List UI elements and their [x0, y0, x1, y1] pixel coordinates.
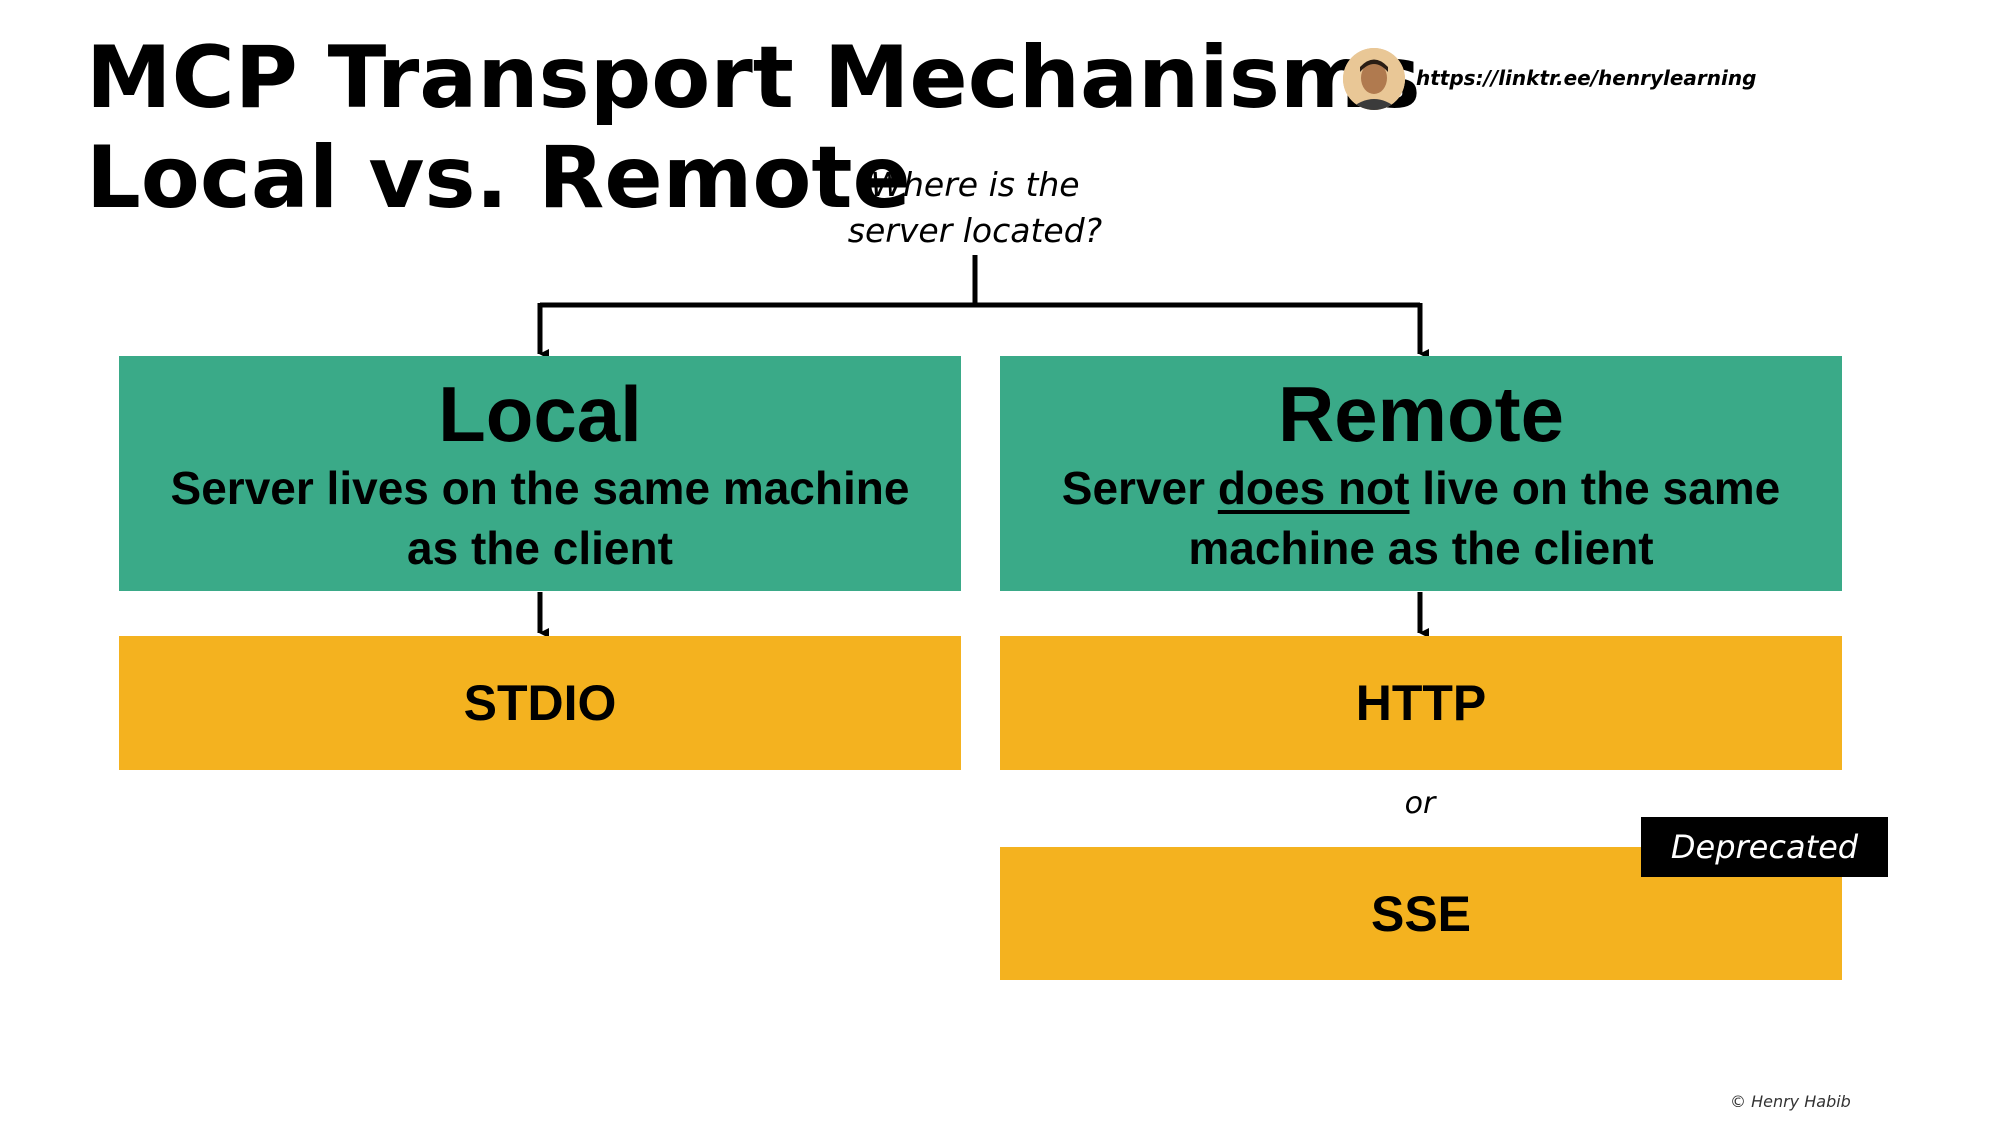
stdio-label: STDIO: [463, 675, 617, 731]
decision-question: Where is the server located?: [820, 162, 1130, 254]
title-line-1: MCP Transport Mechanisms: [86, 28, 1421, 128]
question-line-1: Where is the: [870, 165, 1080, 204]
local-box: Local Server lives on the same machine a…: [119, 356, 961, 591]
remote-desc-pre: Server: [1061, 461, 1218, 514]
remote-title: Remote: [1277, 369, 1565, 458]
remote-desc-line-1: Server does not live on the same: [1062, 458, 1780, 518]
avatar-portrait-icon: [1343, 48, 1405, 110]
local-title: Local: [438, 369, 642, 458]
local-desc-line-1: Server lives on the same machine: [170, 461, 910, 514]
remote-desc-line-2: machine as the client: [1188, 521, 1654, 574]
remote-desc-emphasis: does not: [1217, 461, 1410, 514]
profile-link[interactable]: https://linktr.ee/henrylearning: [1416, 66, 1757, 90]
or-separator: or: [1404, 786, 1436, 821]
title-line-2: Local vs. Remote: [86, 128, 911, 228]
http-box: HTTP: [1000, 636, 1842, 770]
stdio-box: STDIO: [119, 636, 961, 770]
question-line-2: server located?: [847, 211, 1103, 250]
remote-desc-post: live on the same: [1409, 461, 1781, 514]
local-description: Server lives on the same machine as the …: [161, 458, 920, 578]
page-title: MCP Transport Mechanisms Local vs. Remot…: [86, 28, 1421, 228]
remote-description: Server does not live on the same machine…: [1052, 458, 1790, 578]
sse-label: SSE: [1370, 885, 1472, 942]
remote-box: Remote Server does not live on the same …: [1000, 356, 1842, 591]
deprecated-badge: Deprecated: [1641, 817, 1888, 877]
http-label: HTTP: [1355, 675, 1487, 731]
avatar: [1343, 48, 1405, 110]
copyright-notice: © Henry Habib: [1730, 1092, 1851, 1111]
local-desc-line-2: as the client: [407, 521, 673, 574]
